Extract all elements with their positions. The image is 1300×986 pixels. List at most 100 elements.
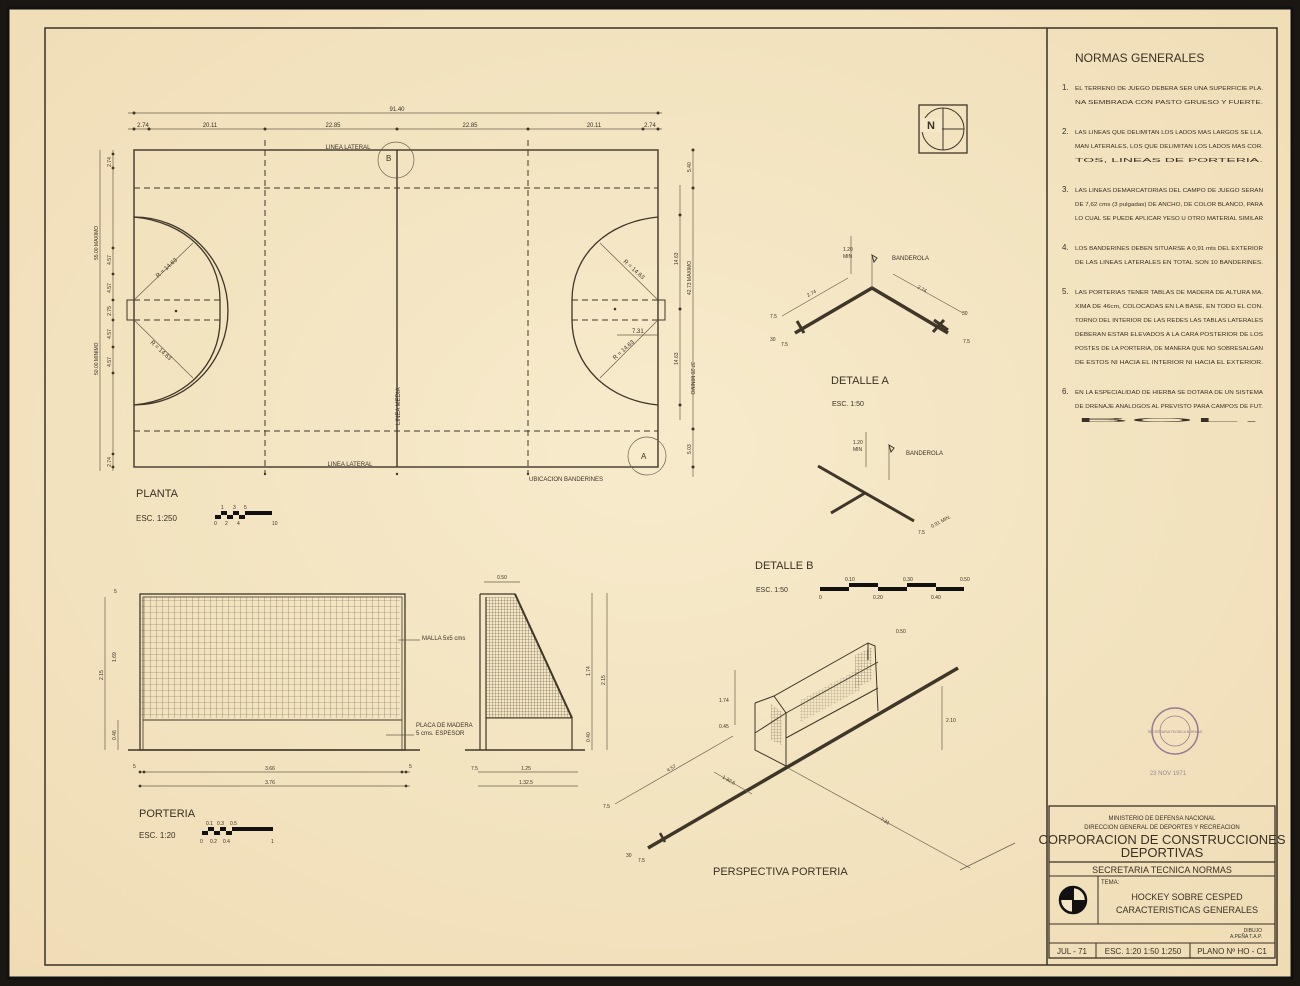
drawn-by-1: DIBUJO [1244,928,1262,934]
scale-tick: 4 [237,521,240,527]
marker-a [627,436,667,476]
right-dim: 5.40 [687,162,693,172]
scale-tick: 2 [225,521,228,527]
porteria-scale: ESC. 1:20 [139,831,176,840]
side-total-dim: 1.32.5 [519,780,533,786]
drawing-frame [44,27,1278,966]
goal-board-dim: 0.46 [112,730,118,740]
detail-a-dim-left: 2.74 [806,289,818,299]
title-block: MINISTERIO DE DEFENSA NACIONAL DIRECCION… [1038,805,1286,959]
detail-b-scale-bar: 0.10 0.30 0.50 0 0.20 0.40 [819,577,970,601]
detail-a-small: 7.5 [781,342,788,348]
net-mesh-label: MALLA 5x5 cms [422,636,465,642]
tema-label: TEMA: [1101,880,1120,886]
detail-a-height-min: MIN [843,254,853,260]
side-net-dim: 1.74 [586,666,592,676]
note-number: 5. [1062,287,1069,296]
note-line: XIMA DE 46cm, COLOCADAS EN LA BASE, EN T… [1075,304,1263,310]
goal-outer-width: 3.76 [265,780,275,786]
side-depth-dim: 1.25 [521,766,531,772]
persp-dim: 7.5 [638,858,645,864]
goal-height-dim: 2.15 [99,670,105,680]
note-line: LAS PORTERIAS TENER TABLAS DE MADERA DE … [1075,290,1263,296]
detail-a-flag-label: BANDEROLA [892,256,929,262]
left-dim: 2.74 [107,157,113,167]
goal-inner-width: 3.66 [265,766,275,772]
detail-b-small: 7.5 [918,530,925,536]
note-line: DE ESTOS NI HACIA EL INTERIOR NI HACIA E… [1075,360,1263,366]
goal-net-dim: 1.69 [112,652,118,662]
side-height-dim: 2.15 [601,675,607,685]
dim-segment: 22.85 [462,123,478,129]
goal-top-dim: 5 [114,589,117,595]
detail-a: 1.20 MIN BANDEROLA 2.74 2.74 7.5 30 7.5 … [770,236,970,408]
persp-dim: 0.45 [719,724,729,730]
scale-tick: 0 [819,595,822,601]
note-line: EN LA ESPECIALIDAD DE HIERBA SE DOTARA D… [1075,390,1264,396]
date-cell: JUL - 71 [1057,947,1087,956]
persp-dim: 30 [626,853,632,859]
scale-tick: 0 [214,521,217,527]
sideline-label-top: LINEA LATERAL [326,145,372,151]
persp-dim: 4.57 [666,764,678,774]
left-dim: 4.57 [107,283,113,293]
stamp-date: 23 NOV 1971 [1150,771,1187,777]
width-max-dim: 55.00 MAXIMO [94,226,100,260]
scale-tick: 0 [200,839,203,845]
scale-tick: 0.3 [217,821,224,827]
note-number: 6. [1062,387,1069,396]
scale-tick: 0.20 [873,595,883,601]
scale-tick: 0.2 [210,839,217,845]
scale-tick: 10 [272,521,278,527]
midline-label: LINEA MEDIA [396,387,402,425]
note-line: DE LAS LINEAS LATERALES EN TOTAL SON 10 … [1075,260,1263,266]
left-dim: 4.57 [107,255,113,265]
marker-b [377,141,415,179]
corporation-logo [1058,885,1088,915]
note-line: NA SEMBRADA CON PASTO GRUESO Y FUERTE. [1075,100,1263,106]
north-label: N [927,120,935,132]
flags-location-label: UBICACION BANDERINES [529,477,603,483]
left-dim: 2.75 [107,306,113,316]
goal-perspective: 0.50 1.74 0.45 2.10 4.57 1.32.5 7.31 7.5… [603,629,1016,878]
side-post-dim: 7.5 [471,766,478,772]
marker-a-label: A [641,452,647,461]
scales-cell: ESC. 1:20 1:50 1:250 [1105,947,1182,956]
note-line: DE 7,62 cms (3 pulgadas) DE ANCHO, DE CO… [1075,202,1264,208]
note-line: EL TERRENO DE JUEGO DEBERA SER UNA SUPER… [1075,86,1263,92]
tema-line-1: HOCKEY SOBRE CESPED [1131,892,1243,902]
scale-tick: 0.1 [206,821,213,827]
shooting-circle-right [571,216,659,406]
scale-tick: 1 [271,839,274,845]
persp-dim: 2.10 [946,718,956,724]
detail-a-small: 30 [770,337,776,343]
scale-tick: 1 [221,505,224,511]
note-number: 4. [1062,243,1069,252]
drawn-by-2: A.PEÑA T.A.P. [1230,933,1262,940]
note-line: DE DRENAJE ANALOGOS AL PREVISTO PARA CAM… [1075,404,1263,410]
porteria-title: PORTERIA [139,808,196,820]
note-line: BOL. [1075,418,1263,424]
marker-b-label: B [386,154,391,163]
goal-left [126,299,135,321]
outer-border [6,6,1294,980]
notes-list: 1. EL TERRENO DE JUEGO DEBERA SER UNA SUP… [1062,83,1264,424]
note-line: POSTES DE LA PORTERIA, DE MANERA QUE NO … [1075,346,1263,352]
note-line: LOS BANDERINES DEBEN SITUARSE A 0,91 mts… [1075,246,1263,252]
detail-b-height: 1.20 [853,440,863,446]
planta-scale-bar: 1 3 5 0 2 4 10 [214,505,278,527]
left-dim: 4.57 [107,357,113,367]
stamp: SECRETARIA TECNICA NORMAS 23 NOV 1971 [1148,707,1203,777]
left-dim: 2.74 [107,457,113,467]
note-number: 1. [1062,83,1069,92]
tema-line-2: CARACTERISTICAS GENERALES [1116,905,1258,915]
scale-tick: 0.4 [223,839,230,845]
corporation-name-1: CORPORACION DE CONSTRUCCIONES [1038,832,1285,847]
detail-b-height-min: MIN [853,447,863,453]
right-min-dim: 37.20 MINIMO [689,362,695,395]
persp-top-dim: 0.50 [896,629,906,635]
detail-b-scale: ESC. 1:50 [756,587,788,594]
goal-front-view: MALLA 5x5 cms PLACA DE MADERA 5 cms. ESP… [99,589,473,845]
scale-tick: 0.30 [903,577,913,583]
dim-segment: 20.11 [203,123,218,129]
